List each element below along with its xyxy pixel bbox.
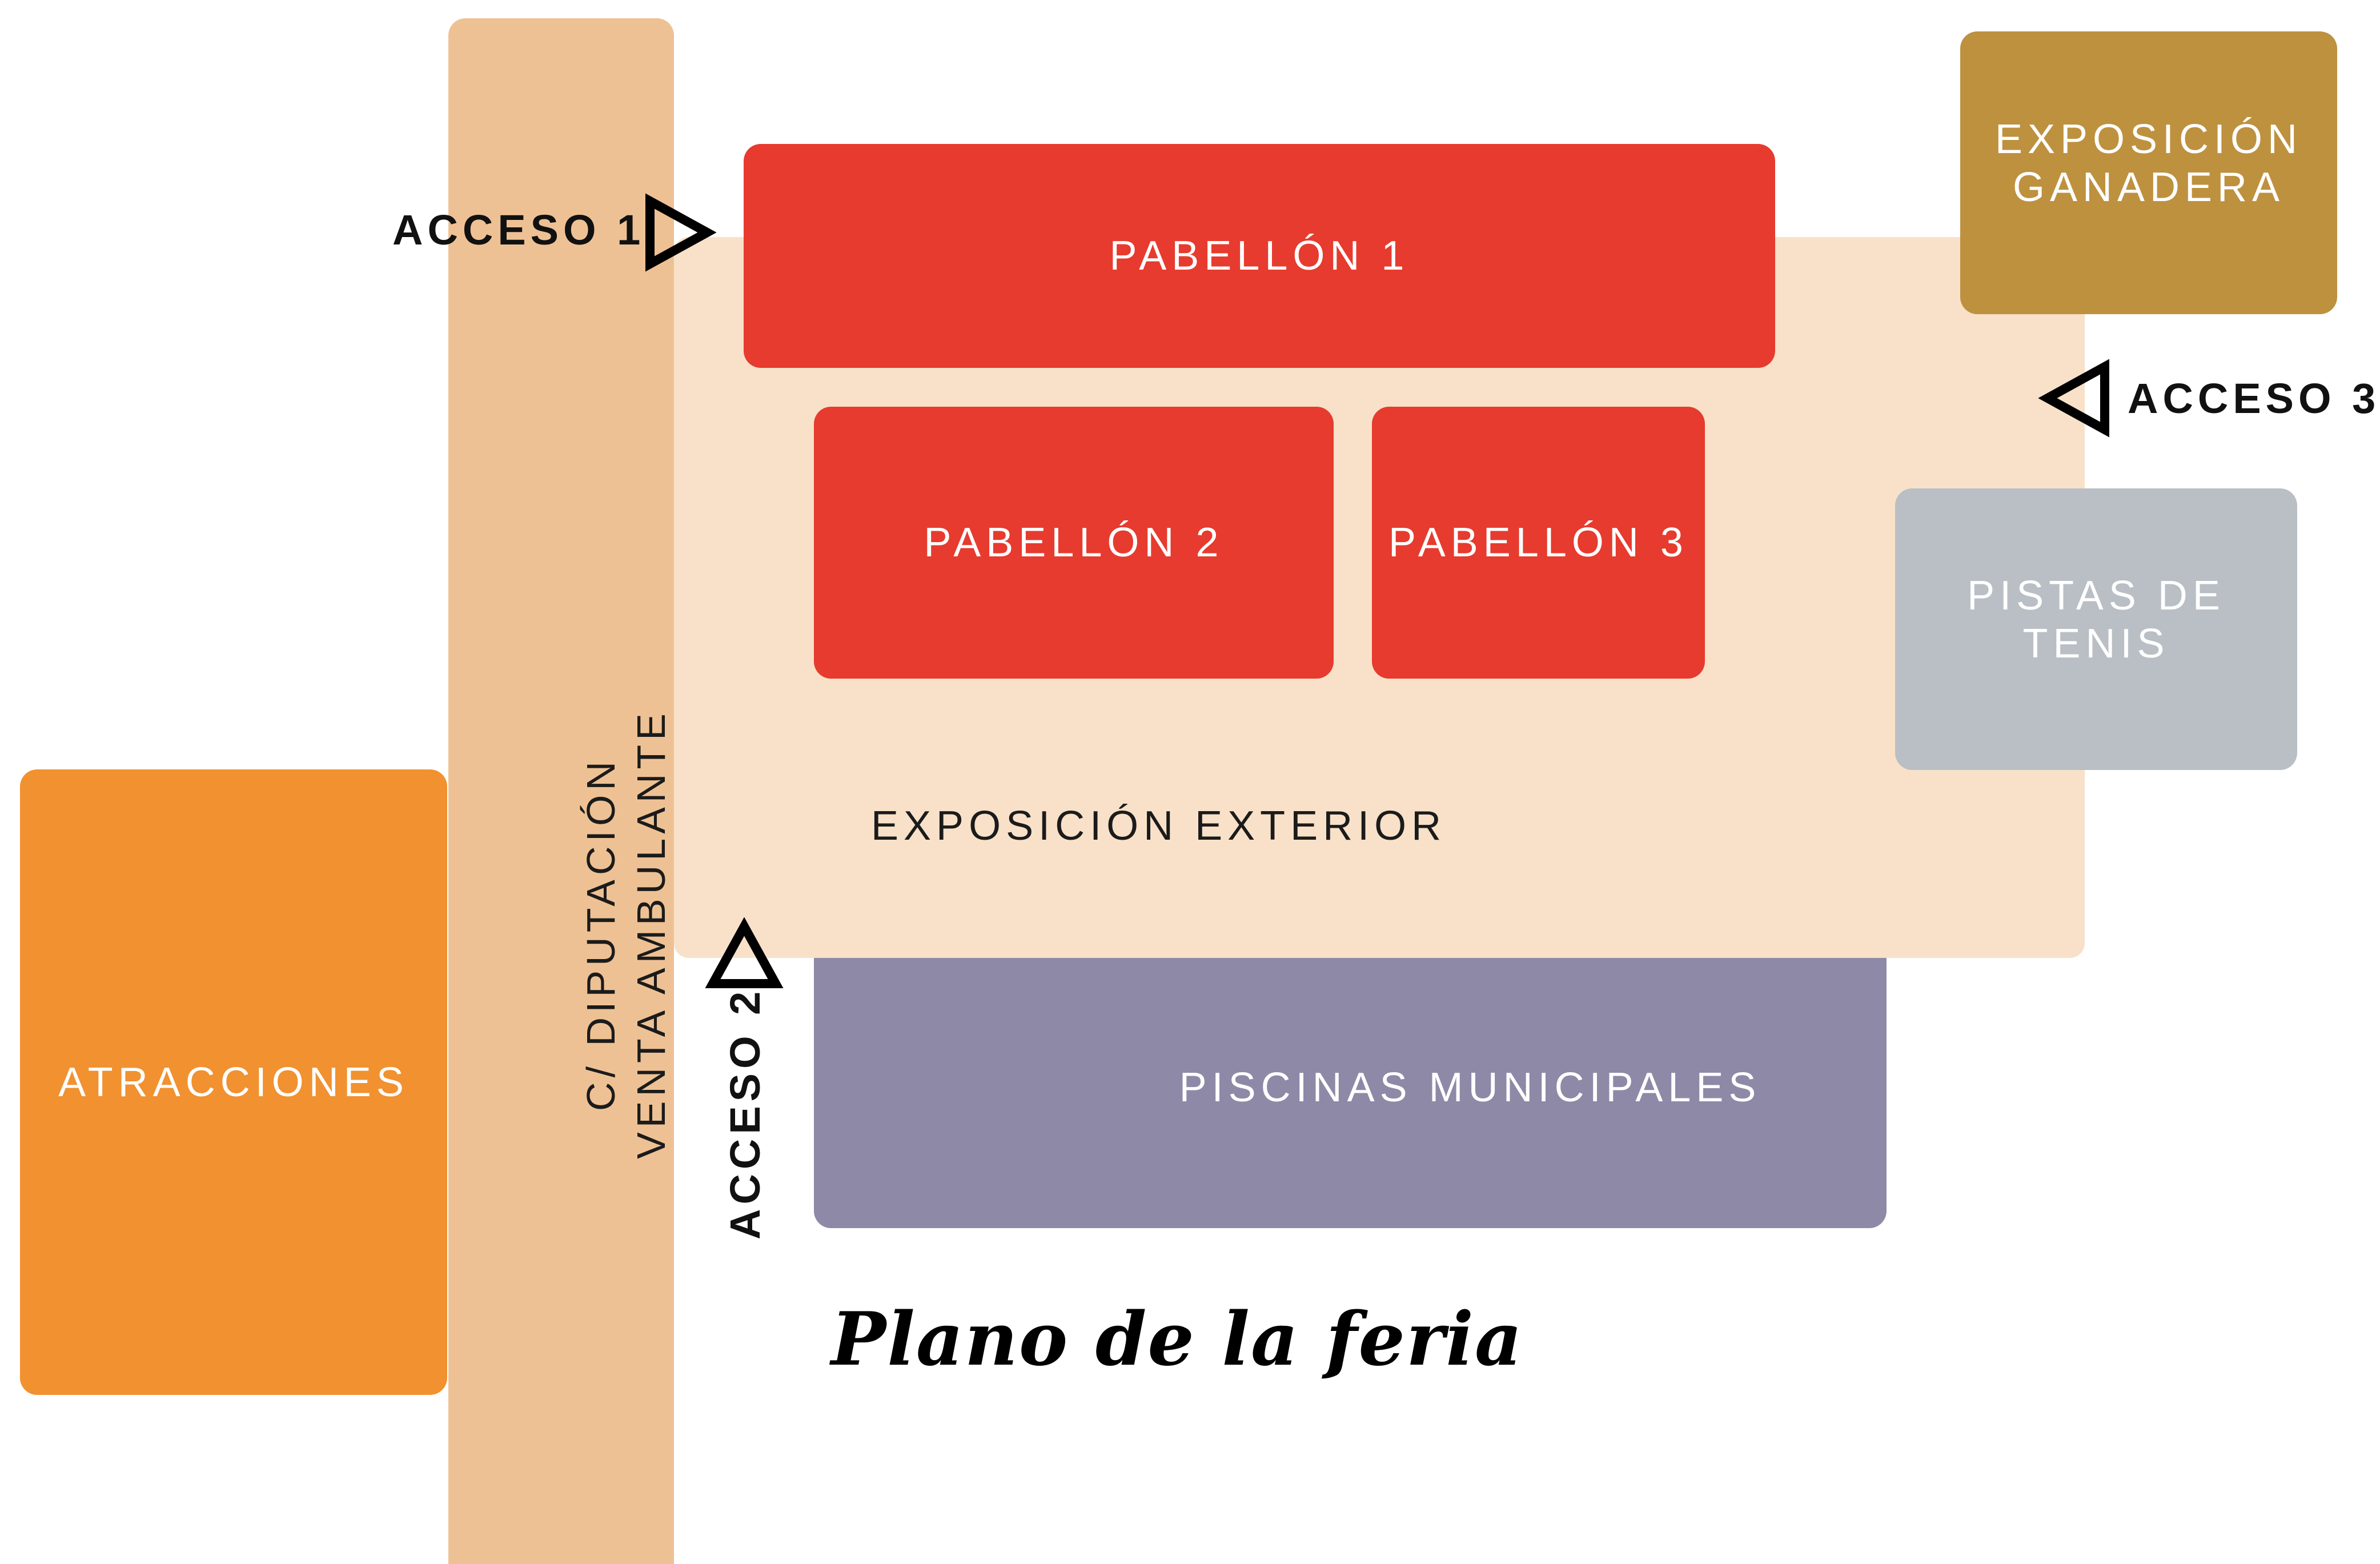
zone-pabellon-1[interactable]: PABELLÓN 1 bbox=[744, 144, 1775, 368]
zone-exposicion-ganadera-label: EXPOSICIÓN GANADERA bbox=[1994, 116, 2303, 210]
street-diputacion[interactable] bbox=[448, 18, 674, 1564]
zone-pabellon-2[interactable]: PABELLÓN 2 bbox=[814, 407, 1334, 679]
zone-atracciones[interactable]: ATRACCIONES bbox=[20, 769, 447, 1395]
street-use: VENTA AMBULANTE bbox=[629, 709, 673, 1159]
access-arrow-icon[interactable] bbox=[2038, 359, 2110, 438]
acceso-2-label: ACCESO 2 bbox=[721, 986, 769, 1240]
street-label: C/ DIPUTACIÓN VENTA AMBULANTE bbox=[576, 700, 676, 1168]
zone-pistas-tenis-label: PISTAS DE TENIS bbox=[1967, 572, 2225, 667]
zone-pistas-tenis[interactable]: PISTAS DE TENIS bbox=[1895, 488, 2297, 770]
acceso-3-label: ACCESO 3 bbox=[2128, 375, 2380, 422]
zone-exposicion-ganadera[interactable]: EXPOSICIÓN GANADERA bbox=[1960, 31, 2337, 314]
zone-piscinas-municipales[interactable]: PISCINAS MUNICIPALES bbox=[814, 958, 1887, 1228]
zone-atracciones-label: ATRACCIONES bbox=[58, 1059, 409, 1105]
map-title: Plano de la feria bbox=[831, 1297, 1523, 1382]
street-name: C/ DIPUTACIÓN bbox=[579, 757, 623, 1111]
acceso-1-label: ACCESO 1 bbox=[392, 206, 645, 254]
zone-pabellon-1-label: PABELLÓN 1 bbox=[1109, 233, 1410, 279]
access-arrow-icon[interactable] bbox=[644, 193, 717, 272]
zone-exposicion-exterior-label: EXPOSICIÓN EXTERIOR bbox=[871, 803, 1447, 849]
zone-piscinas-municipales-label: PISCINAS MUNICIPALES bbox=[1179, 1064, 1761, 1110]
zone-pabellon-3[interactable]: PABELLÓN 3 bbox=[1372, 407, 1705, 679]
zone-pabellon-2-label: PABELLÓN 2 bbox=[924, 520, 1224, 566]
access-arrow-icon[interactable] bbox=[705, 917, 784, 989]
zone-pabellon-3-label: PABELLÓN 3 bbox=[1388, 520, 1688, 566]
